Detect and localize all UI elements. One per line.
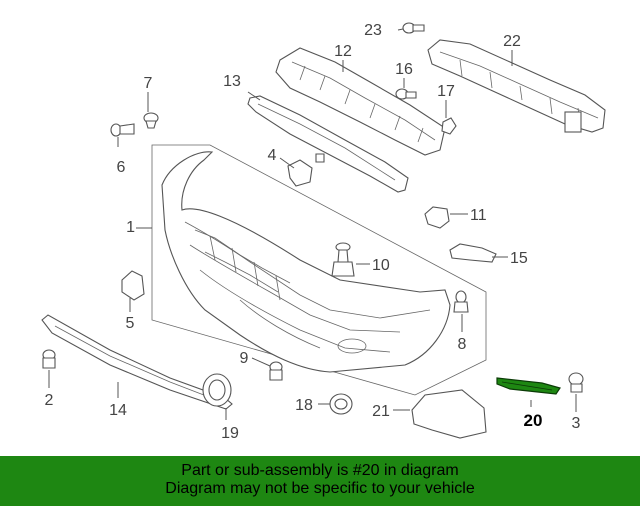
callout-16: 16 <box>395 61 413 78</box>
banner-line-part-number: Part or sub-assembly is #20 in diagram <box>181 462 459 479</box>
leader-lines <box>48 28 577 420</box>
clip-part-3[interactable] <box>568 372 584 393</box>
sensor-part-5[interactable] <box>121 270 145 301</box>
callout-13: 13 <box>223 73 241 90</box>
callout-12: 12 <box>334 43 352 60</box>
callout-11: 11 <box>470 207 487 224</box>
push-clip-part-10[interactable] <box>331 242 355 277</box>
callout-1: 1 <box>126 219 135 236</box>
bumper-cover-part-1[interactable] <box>161 151 451 373</box>
callout-21: 21 <box>372 403 390 420</box>
bumper-group-frame <box>151 144 487 396</box>
callout-22: 22 <box>503 33 521 50</box>
callout-17: 17 <box>437 83 455 100</box>
lower-trim-part-14[interactable] <box>41 314 233 410</box>
callout-2: 2 <box>45 392 54 409</box>
callout-5: 5 <box>126 315 135 332</box>
callout-10: 10 <box>372 257 390 274</box>
banner-line-disclaimer: Diagram may not be specific to your vehi… <box>165 480 475 497</box>
clip-part-8[interactable] <box>453 290 469 313</box>
callout-labels: 1 2 3 4 5 6 7 8 9 10 11 12 13 14 15 16 1… <box>45 22 581 442</box>
splash-shield-part-21[interactable] <box>411 389 487 439</box>
callout-19: 19 <box>221 425 239 442</box>
pin-part-7[interactable] <box>143 112 159 129</box>
bolt-part-23[interactable] <box>402 22 425 34</box>
callout-3: 3 <box>572 415 581 432</box>
clip-part-11[interactable] <box>424 206 450 229</box>
callout-23: 23 <box>364 22 382 39</box>
impact-bar-part-22[interactable] <box>427 39 606 133</box>
info-banner: Part or sub-assembly is #20 in diagram D… <box>0 456 640 506</box>
bracket-part-4[interactable] <box>287 159 313 187</box>
callout-8: 8 <box>458 336 467 353</box>
grommet-part-18[interactable] <box>329 393 353 415</box>
callout-6: 6 <box>117 159 126 176</box>
callout-14: 14 <box>109 402 127 419</box>
callout-20-highlighted: 20 <box>524 411 543 430</box>
clip-part-2[interactable] <box>42 349 56 369</box>
clip-part-9[interactable] <box>269 361 283 381</box>
callout-7: 7 <box>144 75 153 92</box>
callout-4: 4 <box>268 147 277 164</box>
callout-18: 18 <box>295 397 313 414</box>
fog-lamp-part-19[interactable] <box>202 373 232 407</box>
reinforcement-part-13[interactable] <box>247 95 409 193</box>
callout-9: 9 <box>240 350 249 367</box>
reflector-part-20-highlighted[interactable] <box>496 377 561 395</box>
clip-part-17[interactable] <box>441 117 457 135</box>
energy-absorber-part-12[interactable] <box>275 47 446 156</box>
screw-part-16[interactable] <box>395 88 417 100</box>
callout-15: 15 <box>510 250 528 267</box>
diagram-canvas: 1 2 3 4 5 6 7 8 9 10 11 12 13 14 15 16 1… <box>41 22 606 442</box>
bolt-part-6[interactable] <box>110 123 135 137</box>
bracket-part-15[interactable] <box>449 243 497 263</box>
